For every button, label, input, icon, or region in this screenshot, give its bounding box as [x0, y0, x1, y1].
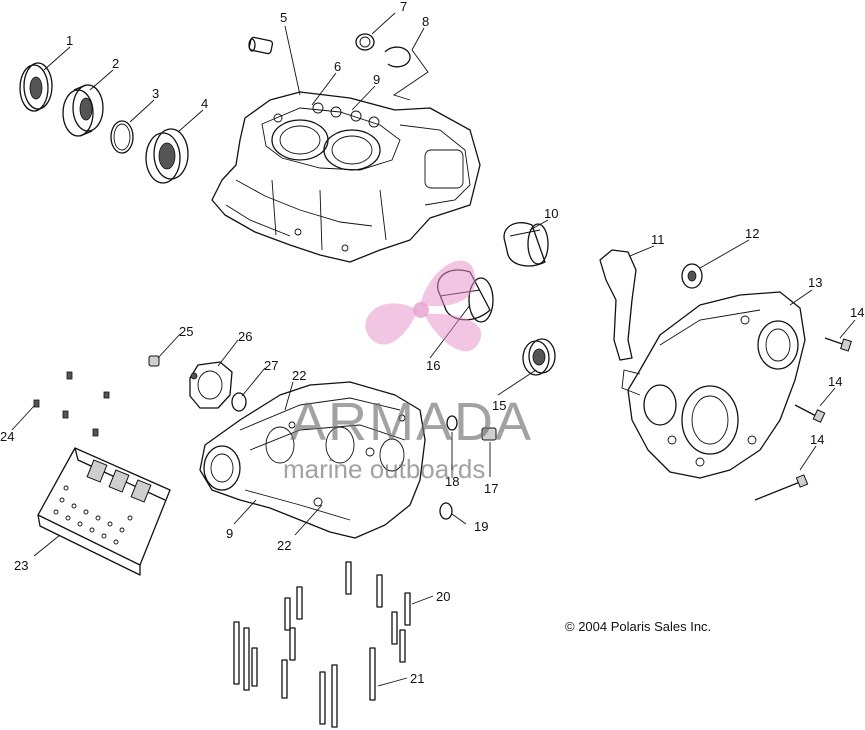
callout-6: 6	[334, 59, 341, 74]
dowel-pin-part-5	[248, 36, 274, 55]
callout-25: 25	[179, 324, 193, 339]
o-ring-part-3	[110, 120, 134, 154]
copyright-notice: © 2004 Polaris Sales Inc.	[565, 619, 711, 634]
gasket-part-11	[599, 249, 637, 361]
callout-11: 11	[651, 232, 665, 247]
case-bolts-part-21	[233, 621, 376, 728]
bushing-part-7	[355, 33, 375, 51]
callout-15: 15	[492, 398, 506, 413]
side-cover-part-13	[621, 291, 806, 479]
callout-17: 17	[484, 481, 498, 496]
callout-12: 12	[745, 226, 759, 241]
bolt-part-14b	[794, 404, 826, 423]
callout-labels: 1 2 3 4 5 6 7 8 9 10 11 12 13 14 14 14 1…	[0, 0, 864, 686]
plug-part-17	[481, 427, 497, 441]
bearing-part-2	[62, 84, 104, 137]
callout-9-upper: 9	[373, 72, 380, 87]
callout-2: 2	[112, 56, 119, 71]
callout-20: 20	[436, 589, 450, 604]
o-ring-part-27	[231, 392, 247, 412]
seal-part-19	[439, 502, 453, 520]
callout-21: 21	[410, 671, 424, 686]
callout-3: 3	[152, 86, 159, 101]
watermark-tagline: marine outboards	[283, 454, 485, 484]
callout-4: 4	[201, 96, 208, 111]
nut-part-25	[148, 355, 160, 367]
callout-5: 5	[280, 10, 287, 25]
bolt-part-14a	[824, 337, 852, 352]
callout-23: 23	[14, 558, 28, 573]
lower-crankcase	[199, 381, 426, 539]
watermark-brand: ARMADA	[290, 392, 533, 452]
callout-27: 27	[264, 358, 278, 373]
stud-part-24	[33, 371, 110, 437]
callout-9-lower: 9	[226, 526, 233, 541]
callout-10: 10	[544, 206, 558, 221]
armada-watermark: ARMADA marine outboards	[283, 260, 533, 484]
callout-19: 19	[474, 519, 488, 534]
bolt-part-14c	[754, 474, 809, 501]
main-bearing-part-10	[503, 222, 549, 267]
callout-8: 8	[422, 14, 429, 29]
leader-lines	[11, 12, 856, 687]
seal-part-18	[446, 415, 458, 431]
callout-26: 26	[238, 329, 252, 344]
seal-part-15	[522, 338, 556, 376]
callout-13: 13	[808, 275, 822, 290]
callout-14b: 14	[828, 374, 842, 389]
callout-22-upper: 22	[292, 368, 306, 383]
callout-24: 24	[0, 429, 14, 444]
seal-part-1	[19, 62, 53, 112]
callout-14a: 14	[850, 305, 864, 320]
snap-ring-part-8	[384, 46, 411, 68]
callout-18: 18	[445, 474, 459, 489]
upper-crankcase	[211, 91, 481, 263]
propeller-logo	[365, 260, 482, 352]
cover-plate-part-23	[37, 447, 171, 576]
washer-part-12	[681, 263, 703, 289]
seal-part-4	[145, 128, 189, 184]
case-bolts-part-20	[284, 561, 411, 663]
callout-22-lower: 22	[277, 538, 291, 553]
plate-holes	[53, 485, 133, 545]
cover-part-26	[189, 361, 233, 409]
callout-16: 16	[426, 358, 440, 373]
callout-1: 1	[66, 33, 73, 48]
callout-7: 7	[400, 0, 407, 14]
callout-14c: 14	[810, 432, 824, 447]
